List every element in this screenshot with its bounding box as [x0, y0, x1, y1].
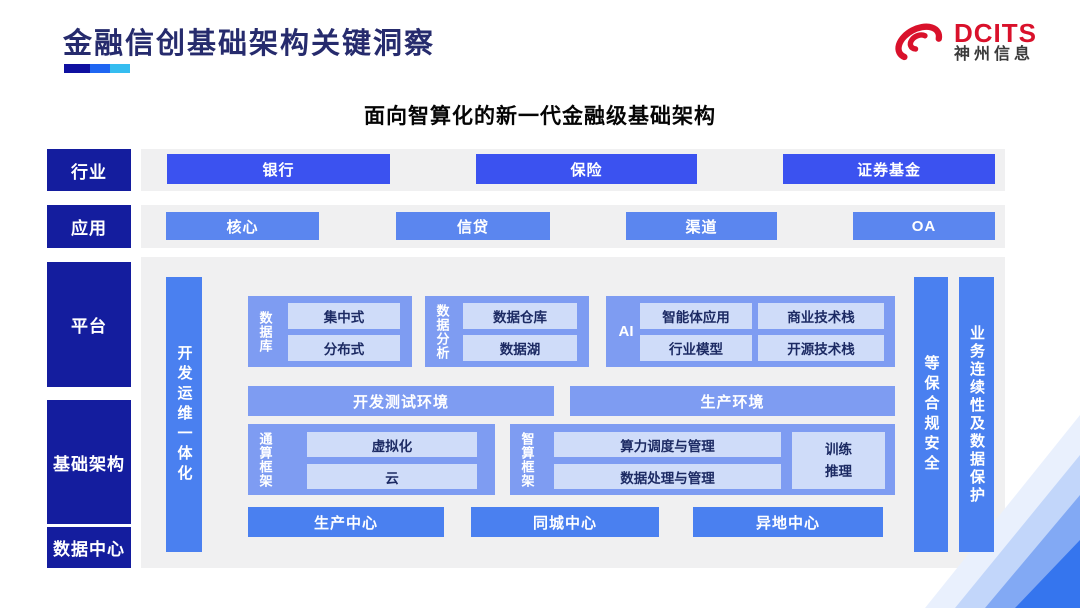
app-box-oa: OA — [853, 212, 995, 240]
box-training-inference: 训练推理 — [792, 432, 885, 489]
industry-box-bank: 银行 — [167, 154, 390, 184]
bar-production-env: 生产环境 — [570, 386, 895, 416]
industry-box-insurance: 保险 — [476, 154, 697, 184]
layer-label-datacenter: 数据中心 — [47, 527, 131, 568]
center-production: 生产中心 — [248, 507, 444, 537]
group-analytics-label: 数据分析 — [434, 303, 450, 360]
layer-label-industry: 行业 — [47, 149, 131, 191]
app-box-channel: 渠道 — [626, 212, 777, 240]
layer-label-platform: 平台 — [47, 262, 131, 387]
underline-segment-blue — [90, 64, 110, 73]
group-general-compute: 通算框架 虚拟化 云 — [248, 424, 495, 495]
pillar-devops: 开发运维一体化 — [166, 277, 202, 552]
dcits-swirl-icon — [895, 23, 943, 61]
group-ai: AI 智能体应用 商业技术栈 行业模型 开源技术栈 — [606, 296, 895, 367]
box-data-processing: 数据处理与管理 — [554, 464, 781, 489]
pillar-business-continuity: 业务连续性及数据保护 — [959, 277, 994, 552]
box-cloud: 云 — [307, 464, 477, 489]
box-virtualization: 虚拟化 — [307, 432, 477, 457]
box-compute-scheduling: 算力调度与管理 — [554, 432, 781, 457]
group-ai-label: AI — [618, 323, 634, 340]
box-data-lake: 数据湖 — [463, 335, 577, 361]
box-distributed: 分布式 — [288, 335, 400, 361]
group-intelligent-compute: 智算框架 算力调度与管理 数据处理与管理 训练推理 — [510, 424, 895, 495]
center-remote: 异地中心 — [693, 507, 883, 537]
group-general-compute-label: 通算框架 — [257, 431, 273, 488]
app-box-credit: 信贷 — [396, 212, 550, 240]
box-data-warehouse: 数据仓库 — [463, 303, 577, 329]
layer-label-infrastructure: 基础架构 — [47, 400, 131, 524]
group-intelligent-compute-label: 智算框架 — [519, 431, 535, 488]
box-training-inference-label: 训练推理 — [825, 441, 852, 479]
box-industry-models: 行业模型 — [640, 335, 752, 361]
box-centralized: 集中式 — [288, 303, 400, 329]
box-commercial-stack: 商业技术栈 — [758, 303, 884, 329]
industry-box-securities: 证券基金 — [783, 154, 995, 184]
page-title: 金融信创基础架构关键洞察 — [63, 28, 436, 60]
bar-dev-test-env: 开发测试环境 — [248, 386, 554, 416]
box-opensource-stack: 开源技术栈 — [758, 335, 884, 361]
box-agent-apps: 智能体应用 — [640, 303, 752, 329]
underline-segment-cyan — [110, 64, 130, 73]
layer-label-application: 应用 — [47, 205, 131, 248]
underline-segment-dark — [64, 64, 90, 73]
group-analytics: 数据分析 数据仓库 数据湖 — [425, 296, 589, 367]
group-database: 数据库 集中式 分布式 — [248, 296, 412, 367]
logo-brand: DCITS — [954, 17, 1037, 48]
diagram-title: 面向智算化的新一代金融级基础架构 — [364, 105, 716, 128]
pillar-security-compliance: 等保合规安全 — [914, 277, 948, 552]
group-database-label: 数据库 — [257, 310, 273, 353]
title-underline — [64, 64, 130, 73]
company-logo: DCITS 神州信息 — [890, 16, 1037, 68]
app-box-core: 核心 — [166, 212, 319, 240]
logo-text: DCITS 神州信息 — [954, 17, 1037, 64]
center-same-city: 同城中心 — [471, 507, 659, 537]
logo-company-name: 神州信息 — [954, 46, 1035, 64]
